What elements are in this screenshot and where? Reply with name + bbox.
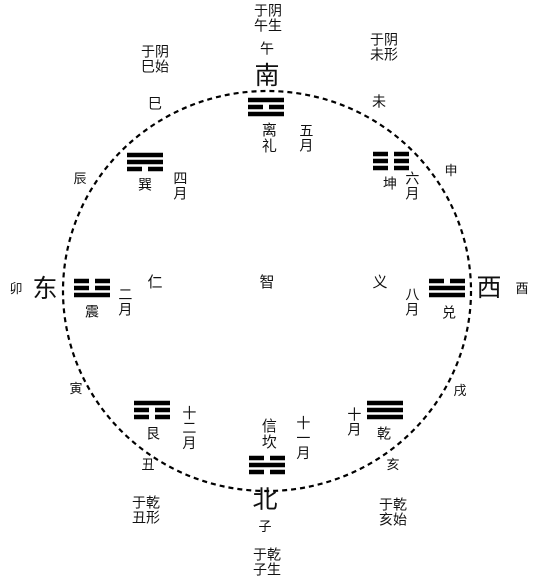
branch-xu: 戌	[453, 384, 467, 400]
trigram-name-qian: 乾	[377, 426, 391, 443]
trigram-dui-icon	[429, 278, 465, 298]
branch-chen: 辰	[73, 172, 87, 188]
branch-you: 酉	[515, 282, 529, 298]
month-february: 二月	[116, 287, 133, 317]
trigram-line-yin-segment	[373, 151, 388, 157]
branch-wu: 午	[260, 41, 274, 58]
trigram-gen-icon	[134, 400, 170, 420]
trigram-line-yin-segment	[134, 407, 149, 413]
note-yin-wei-xing: 于阴 未形	[370, 32, 398, 63]
trigram-line-yin-segment	[394, 165, 409, 171]
note-qian-zi-sheng: 于乾 子生	[253, 547, 281, 578]
trigram-line-yang	[367, 407, 403, 413]
branch-mao: 卯	[9, 282, 23, 298]
month-december: 十二月	[180, 405, 197, 451]
trigram-line-yin-segment	[373, 158, 388, 164]
trigram-name-gen: 艮	[146, 426, 160, 443]
trigram-name-dui: 兑	[442, 305, 456, 322]
trigram-line-yin-segment	[249, 469, 264, 475]
branch-zi: 子	[258, 520, 272, 536]
trigram-kan-icon	[249, 455, 285, 475]
branch-yin: 寅	[69, 382, 83, 398]
trigram-line-yin-segment	[249, 455, 264, 461]
trigram-name-xun: 巽	[138, 177, 152, 194]
trigram-line-yin-segment	[155, 414, 170, 420]
trigram-line-yin-segment	[74, 285, 89, 291]
virtue-xin-kan: 信坎	[259, 418, 278, 450]
trigram-line-yin-segment	[270, 455, 285, 461]
trigram-line-yin-segment	[373, 165, 388, 171]
trigram-line-yang	[248, 97, 284, 103]
trigram-xun-icon	[127, 152, 163, 172]
direction-east: 东	[32, 273, 58, 303]
trigram-line-yin-segment	[134, 414, 149, 420]
note-qian-hai-shi: 于乾 亥始	[379, 497, 407, 528]
trigram-line-yin-segment	[269, 104, 284, 110]
trigram-line-yang	[74, 292, 110, 298]
trigram-line-yin-segment	[450, 278, 465, 284]
branch-wei: 未	[372, 94, 386, 111]
month-april: 四月	[171, 171, 188, 201]
trigram-zhen-icon	[74, 278, 110, 298]
trigram-line-yin-segment	[270, 469, 285, 475]
trigram-line-yin-segment	[95, 285, 110, 291]
month-june: 六月	[403, 171, 420, 201]
trigram-kun-icon	[373, 151, 409, 171]
trigram-line-yang	[127, 159, 163, 165]
trigram-line-yang	[367, 400, 403, 406]
trigram-line-yin-segment	[248, 104, 263, 110]
virtue-ren: 仁	[147, 273, 163, 292]
trigram-line-yin-segment	[155, 407, 170, 413]
trigram-line-yang	[429, 285, 465, 291]
note-yin-si-shi: 于阴 巳始	[141, 44, 169, 75]
trigram-line-yang	[134, 400, 170, 406]
trigram-line-yin-segment	[148, 166, 163, 172]
virtue-yi: 义	[372, 273, 388, 292]
direction-north: 北	[252, 484, 278, 514]
branch-chou: 丑	[141, 458, 155, 474]
direction-south: 南	[254, 60, 280, 90]
month-october: 十月	[345, 407, 362, 437]
trigram-line-yin-segment	[95, 278, 110, 284]
trigram-line-yin-segment	[127, 166, 142, 172]
branch-shen: 申	[444, 164, 458, 180]
month-august: 八月	[403, 287, 420, 317]
direction-west: 西	[476, 272, 502, 302]
month-november: 十一月	[294, 415, 311, 461]
trigram-line-yin-segment	[394, 151, 409, 157]
center-label-zhi: 智	[259, 273, 275, 292]
note-yin-wu-sheng: 于阴 午生	[254, 3, 282, 34]
month-may: 五月	[297, 123, 314, 153]
trigram-line-yang	[249, 462, 285, 468]
trigram-line-yin-segment	[74, 278, 89, 284]
trigram-line-yang	[127, 152, 163, 158]
branch-hai: 亥	[386, 458, 400, 474]
virtue-li-li: 离礼	[259, 122, 278, 154]
trigram-line-yin-segment	[394, 158, 409, 164]
trigram-name-kun: 坤	[383, 176, 397, 193]
trigram-line-yin-segment	[429, 278, 444, 284]
trigram-line-yang	[367, 414, 403, 420]
dashed-circle	[61, 89, 473, 493]
trigram-line-yang	[248, 111, 284, 117]
note-qian-chou-xing: 于乾 丑形	[132, 495, 160, 526]
branch-si: 巳	[148, 96, 162, 113]
trigram-layer	[74, 97, 465, 475]
trigram-line-yang	[429, 292, 465, 298]
trigram-qian-icon	[367, 400, 403, 420]
trigram-li-icon	[248, 97, 284, 117]
trigram-name-zhen: 震	[85, 304, 99, 321]
